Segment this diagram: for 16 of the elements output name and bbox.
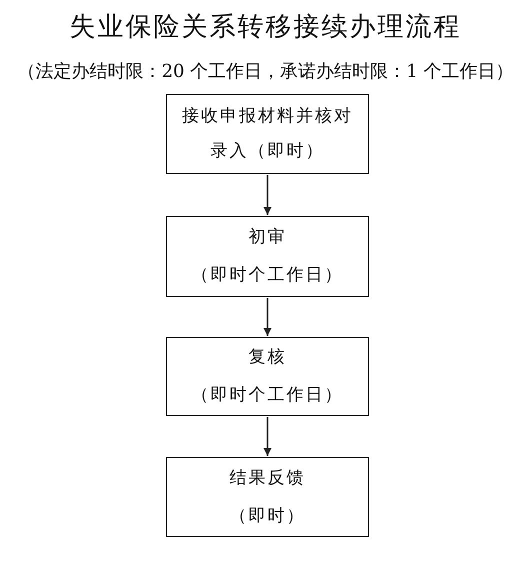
duration-text: （即时个工作日） bbox=[192, 384, 344, 407]
step-text: 接收申报材料并核对录入（即时） bbox=[181, 105, 354, 163]
arrow bbox=[264, 417, 272, 456]
process-box bbox=[166, 94, 369, 174]
duration-text: （即时个工作日） bbox=[192, 264, 344, 287]
step-text: 复核 bbox=[248, 346, 286, 369]
step-text: 初审 bbox=[248, 226, 286, 249]
step-text: 结果反馈 bbox=[230, 466, 306, 490]
subtitle: （法定办结时限：20 个工作日，承诺办结时限：1 个工作日） bbox=[18, 61, 514, 82]
process-box bbox=[166, 337, 369, 416]
duration-text: （即时） bbox=[230, 504, 306, 528]
process-box bbox=[166, 457, 369, 537]
process-box bbox=[166, 216, 369, 297]
title: 失业保险关系转移接续办理流程 bbox=[70, 12, 462, 42]
arrow bbox=[264, 298, 272, 336]
arrow bbox=[264, 175, 272, 215]
